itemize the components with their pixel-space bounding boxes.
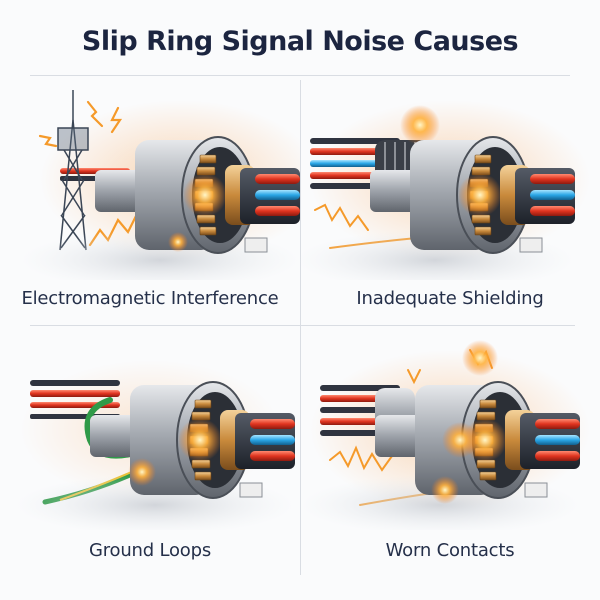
row-divider [30, 325, 575, 326]
page-title: Slip Ring Signal Noise Causes [81, 26, 519, 57]
title-divider [30, 75, 570, 76]
panel-label: Inadequate Shielding [356, 288, 544, 309]
panel-inadequate-shielding: Inadequate Shielding [300, 80, 600, 325]
slip-ring-with-damaged-braid-icon [300, 100, 590, 280]
slip-ring-with-green-ground-wire-icon [14, 360, 295, 530]
panel-electromagnetic-interference: Electromagnetic Interference [0, 80, 300, 325]
panel-worn-contacts: Worn Contacts [300, 330, 600, 600]
slip-ring-with-radio-tower-icon [19, 90, 300, 280]
panel-label: Ground Loops [88, 540, 212, 561]
panel-label: Worn Contacts [385, 540, 515, 561]
panel-ground-loops: Ground Loops [0, 330, 300, 600]
slip-ring-with-sparking-contacts-icon [300, 340, 590, 530]
column-divider [300, 80, 301, 575]
panel-label: Electromagnetic Interference [21, 288, 279, 309]
